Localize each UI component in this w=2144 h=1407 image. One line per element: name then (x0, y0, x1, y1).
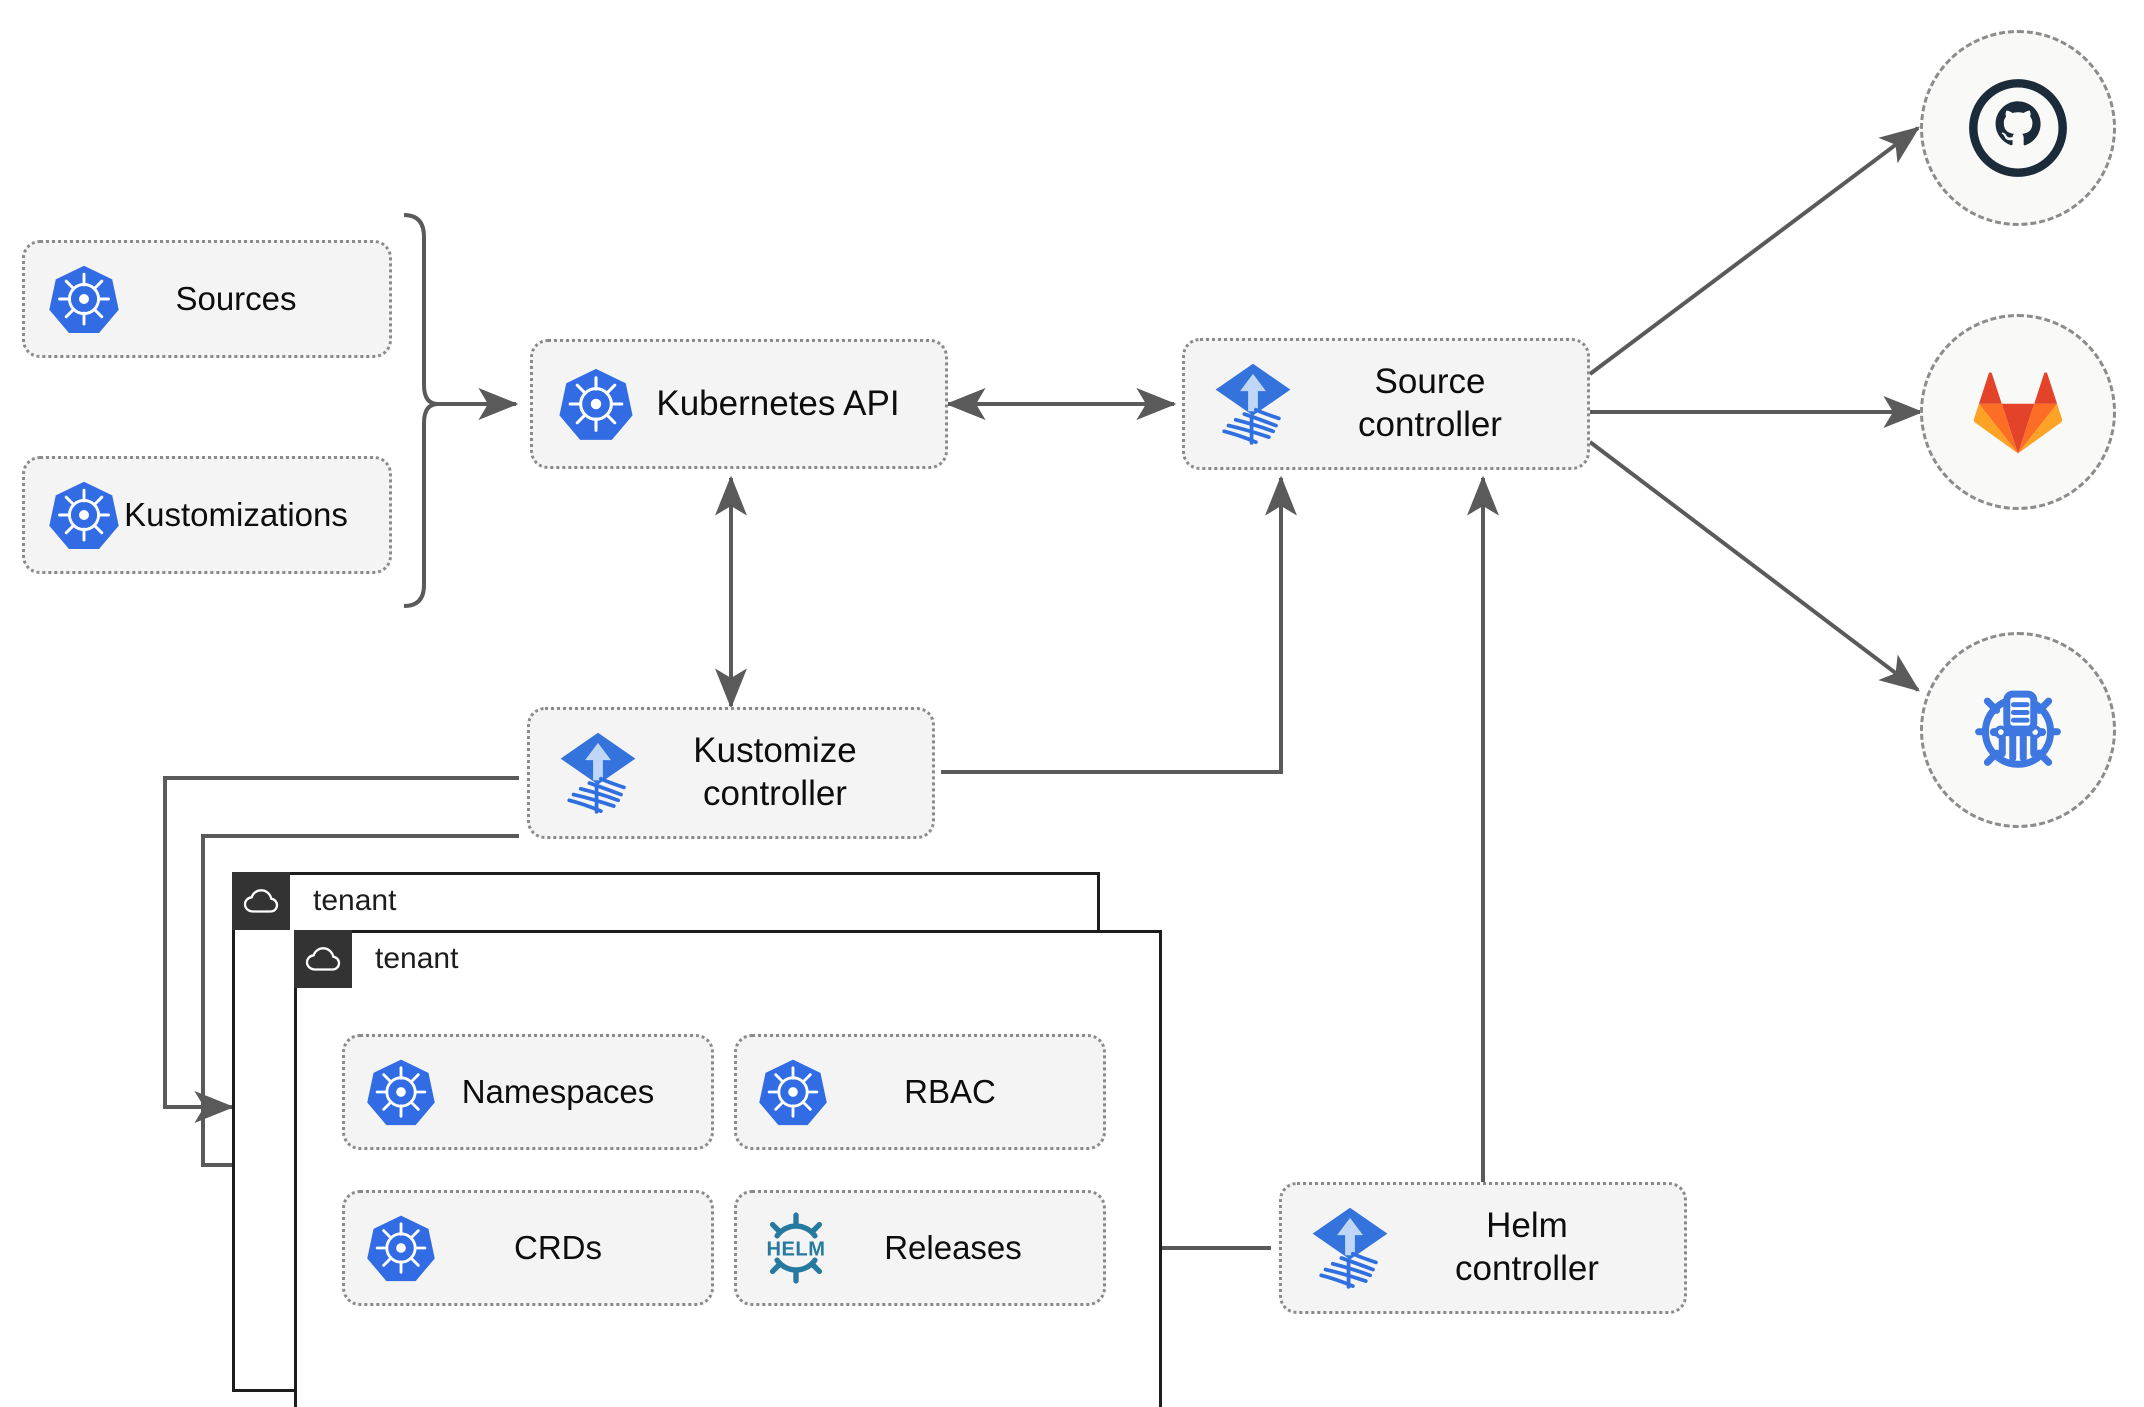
node-helm-controller[interactable]: Helm controller (1279, 1182, 1687, 1314)
node-kustomize-controller[interactable]: Kustomize controller (527, 707, 935, 839)
cloud-icon (305, 947, 341, 971)
helm-bucket-icon (1975, 690, 2061, 768)
node-label: CRDs (514, 1228, 602, 1266)
node-namespaces[interactable]: Namespaces (342, 1034, 714, 1150)
node-kustomizations[interactable]: Kustomizations (22, 456, 392, 574)
provider-github[interactable] (1920, 30, 2116, 226)
node-label: Kustomizations (124, 495, 348, 533)
node-rbac[interactable]: RBAC (734, 1034, 1106, 1150)
svg-text:HELM: HELM (767, 1238, 826, 1260)
kubernetes-icon (47, 262, 121, 336)
flux-icon (1207, 358, 1299, 450)
node-crds[interactable]: CRDs (342, 1190, 714, 1306)
tenant-label-inner: tenant (375, 942, 459, 975)
node-kubernetes-api[interactable]: Kubernetes API (530, 339, 948, 469)
node-releases[interactable]: HELM Releases (734, 1190, 1106, 1306)
kubernetes-icon (557, 365, 635, 443)
node-label: RBAC (904, 1072, 996, 1110)
node-label: Sources (175, 279, 297, 317)
node-label: Kubernetes API (656, 383, 900, 423)
edge-source-to-helm-repo (1588, 440, 1920, 692)
edge-kustomize-to-source (941, 475, 1297, 774)
node-label: Namespaces (461, 1072, 655, 1110)
github-icon (1969, 79, 2067, 177)
provider-helm-repository[interactable] (1920, 632, 2116, 828)
node-label: Helm controller (1455, 1206, 1599, 1288)
node-sources[interactable]: Sources (22, 240, 392, 358)
tenant-tab-inner (294, 930, 352, 988)
tenant-label-outer: tenant (313, 884, 397, 917)
kubernetes-icon (365, 1056, 437, 1128)
cloud-icon (243, 889, 279, 913)
tenant-frame-inner: tenant (294, 930, 1162, 1407)
edge-brace (403, 213, 439, 608)
tenant-tab-outer (232, 872, 290, 930)
node-source-controller[interactable]: Source controller (1182, 338, 1590, 470)
flux-icon (552, 727, 644, 819)
kubernetes-icon (757, 1056, 829, 1128)
gitlab-icon (1973, 372, 2063, 454)
node-label: Releases (884, 1228, 1022, 1266)
kubernetes-icon (47, 478, 121, 552)
flux-icon (1304, 1202, 1396, 1294)
provider-gitlab[interactable] (1920, 314, 2116, 510)
helm-icon: HELM (757, 1209, 835, 1287)
kubernetes-icon (365, 1212, 437, 1284)
node-label: Source controller (1358, 362, 1502, 444)
edge-source-to-github (1588, 126, 1920, 376)
node-label: Kustomize controller (693, 731, 857, 813)
